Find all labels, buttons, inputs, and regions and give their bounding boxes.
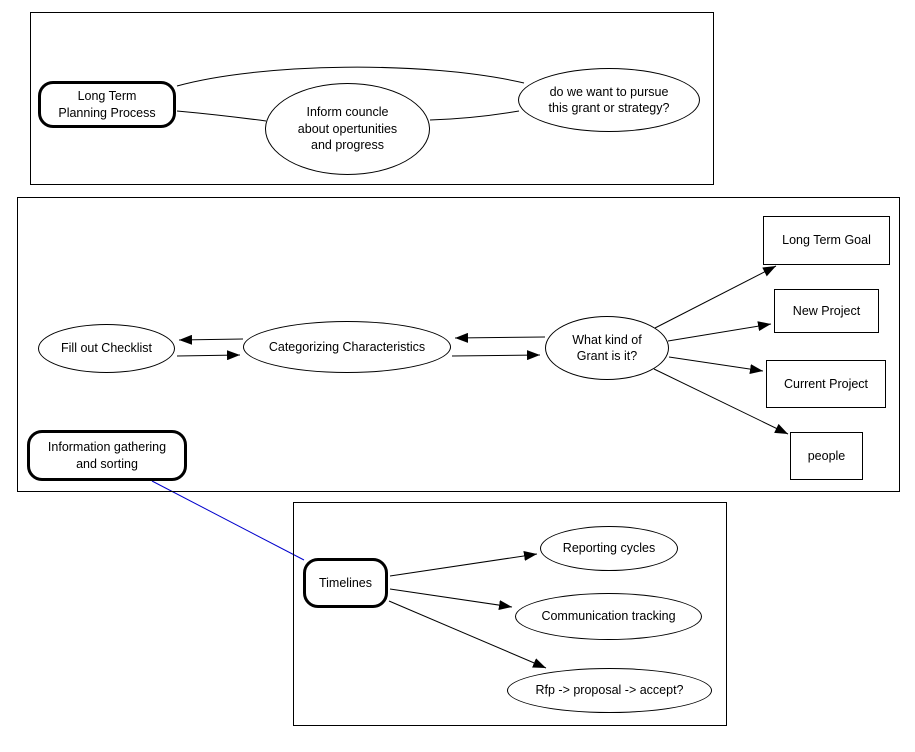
node-timelines[interactable]: Timelines — [303, 558, 388, 608]
node-label: New Project — [792, 303, 861, 318]
node-information-gathering[interactable]: Information gathering and sorting — [27, 430, 187, 481]
node-label: Communication tracking — [541, 609, 676, 624]
node-communication-tracking[interactable]: Communication tracking — [515, 593, 702, 640]
edge-grant-to-current-project — [668, 356, 764, 375]
node-fill-out-checklist[interactable]: Fill out Checklist — [38, 324, 175, 373]
node-reporting-cycles[interactable]: Reporting cycles — [540, 526, 678, 571]
node-label: Inform councle about opertunities and pr… — [297, 105, 398, 153]
node-label: Categorizing Characteristics — [268, 339, 426, 354]
edge-information-to-timelines — [151, 480, 305, 561]
edge-timelines-to-communication — [389, 588, 513, 611]
node-label: Reporting cycles — [562, 541, 656, 556]
node-what-kind-of-grant[interactable]: What kind of Grant is it? — [545, 316, 669, 380]
edge-plan-to-inform — [176, 110, 267, 122]
edge-grant-to-categorizing — [454, 332, 546, 343]
node-long-term-goal[interactable]: Long Term Goal — [763, 216, 890, 265]
node-label: What kind of Grant is it? — [572, 332, 642, 364]
node-people[interactable]: people — [790, 432, 863, 480]
node-label: Long Term Planning Process — [58, 89, 156, 120]
node-inform-council[interactable]: Inform councle about opertunities and pr… — [265, 83, 430, 175]
edge-timelines-to-reporting — [389, 550, 538, 577]
edge-grant-to-new-project — [667, 321, 772, 342]
node-label: Fill out Checklist — [61, 341, 152, 356]
node-current-project[interactable]: Current Project — [766, 360, 886, 408]
container-middle-process — [17, 197, 900, 492]
node-label: Timelines — [318, 575, 373, 590]
node-new-project[interactable]: New Project — [774, 289, 879, 333]
edge-categorizing-to-grant — [451, 350, 541, 361]
container-bottom-process — [293, 502, 727, 726]
node-label: people — [807, 448, 846, 463]
node-label: Long Term Goal — [782, 233, 871, 248]
edge-checklist-to-categorizing — [176, 350, 241, 361]
edge-inform-to-pursue — [429, 110, 520, 121]
node-long-term-planning-process[interactable]: Long Term Planning Process — [38, 81, 176, 128]
node-label: do we want to pursue this grant or strat… — [548, 84, 670, 116]
node-label: Information gathering and sorting — [47, 440, 167, 471]
edge-categorizing-to-checklist — [178, 334, 244, 345]
node-label: Current Project — [783, 376, 869, 391]
edge-grant-to-people — [653, 368, 789, 435]
node-categorizing-characteristics[interactable]: Categorizing Characteristics — [243, 321, 451, 373]
edge-plan-to-pursue — [176, 66, 525, 87]
node-pursue-question[interactable]: do we want to pursue this grant or strat… — [518, 68, 700, 132]
edge-timelines-to-rfp — [388, 600, 547, 669]
node-rfp-proposal-accept[interactable]: Rfp -> proposal -> accept? — [507, 668, 712, 713]
edge-grant-to-long-term-goal — [654, 265, 777, 329]
container-top-process — [30, 12, 714, 185]
node-label: Rfp -> proposal -> accept? — [535, 683, 684, 698]
